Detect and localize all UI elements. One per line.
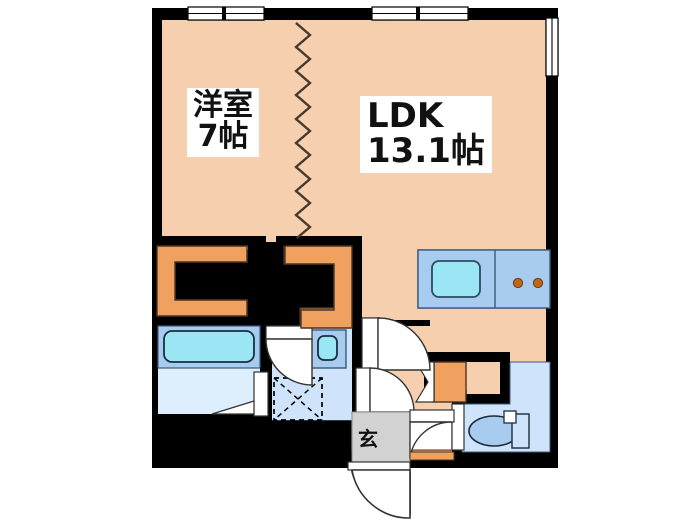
shoe-box-top: [414, 361, 467, 403]
room-name-genkan: 玄: [358, 427, 378, 451]
room-area-ldk: 13.1帖: [367, 130, 485, 171]
genkan-top: [351, 411, 411, 463]
genkan-inner-door-top: [409, 409, 455, 461]
entry-door-top: [347, 461, 411, 519]
room-label-washitsu: 洋室 7帖: [187, 88, 259, 158]
room-area-washitsu: 7帖: [197, 118, 249, 154]
room-label-genkan: 玄: [358, 429, 378, 449]
closet-left-fill: [156, 245, 248, 317]
room-name-washitsu: 洋室: [193, 88, 253, 123]
closet-right-fill: [284, 245, 353, 329]
room-label-ldk: LDK 13.1帖: [360, 96, 492, 174]
washroom-fill: [265, 325, 352, 421]
hall-door-left-top: [355, 367, 415, 413]
room-name-ldk: LDK: [367, 96, 444, 136]
accordion-partition-top: [294, 22, 312, 239]
toilet-room-top: [451, 361, 551, 453]
window-north-right-top: [371, 6, 469, 21]
ldk-door-top: [361, 317, 431, 371]
window-east-top: [545, 17, 559, 77]
bathroom-fill: [157, 325, 269, 417]
window-north-left-top: [187, 6, 265, 21]
kitchen-counter-top: [417, 249, 551, 309]
